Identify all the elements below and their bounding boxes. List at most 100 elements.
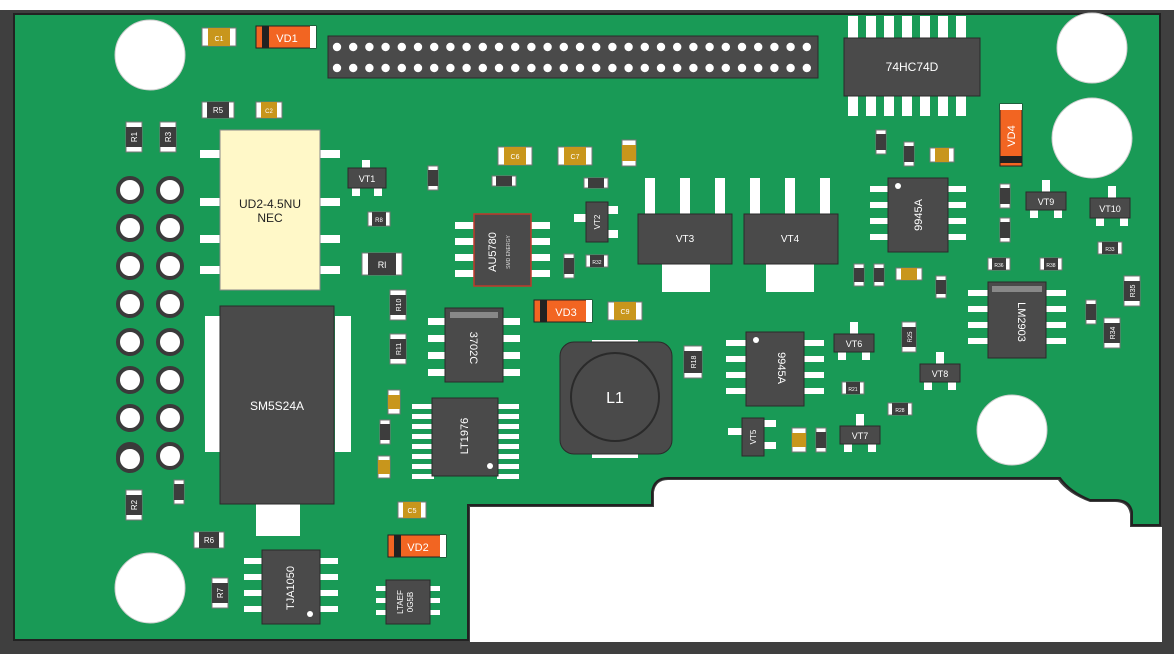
resistor-r18: R18 — [683, 345, 703, 379]
resistors: R1 R3 R5 R2 R6 R7 R8 Rl R10 R11 R18 R21 … — [125, 101, 1141, 609]
header-pin — [543, 63, 552, 73]
transistor-vt7: VT7 — [839, 414, 881, 452]
connector-pin — [156, 404, 184, 432]
header-pin — [754, 63, 763, 73]
header-pin — [705, 42, 714, 52]
ic-label: LTAEF — [396, 590, 405, 614]
header-pin — [656, 63, 666, 73]
resistor-label: R38 — [1046, 263, 1055, 269]
diode-label: VD3 — [555, 307, 576, 319]
resistor-r33: R33 — [1097, 241, 1123, 255]
header-pin — [721, 63, 730, 73]
transistor-label: VT4 — [781, 234, 800, 245]
resistor-label: Rl — [378, 260, 387, 270]
transistor-vt10: VT10 — [1089, 186, 1131, 226]
ic-label: 74HC74D — [886, 60, 939, 74]
resistor-rl: Rl — [361, 252, 403, 276]
header-pin — [413, 42, 423, 52]
header-pin — [705, 63, 714, 73]
header-pin — [575, 63, 585, 73]
resistor-label: R35 — [1130, 284, 1137, 297]
header-pin — [689, 63, 698, 73]
header-pin — [494, 63, 504, 73]
header-pin — [543, 42, 552, 52]
header-pin — [349, 42, 358, 52]
resistor-label: R25 — [908, 331, 914, 343]
transistor-vt6: VT6 — [833, 322, 875, 360]
header-pin — [770, 42, 779, 52]
transistor-label: VT7 — [852, 431, 869, 441]
resistor-r32: R32 — [585, 254, 609, 268]
ic-au5780: AU5780 SMD ENERGY — [455, 213, 550, 287]
capacitor-label: C6 — [511, 154, 520, 161]
capacitor-c5: C5 — [397, 501, 427, 519]
mounting-hole — [114, 19, 186, 91]
small-resistors — [173, 129, 1097, 505]
header-pin — [721, 42, 730, 52]
ic-label: 3702C — [467, 332, 479, 364]
resistor-r36: R36 — [987, 257, 1011, 271]
transistor-label: VT9 — [1038, 197, 1055, 207]
resistor-r5: R5 — [201, 101, 235, 119]
resistor-label: R33 — [1105, 247, 1114, 253]
transistor-label: VT8 — [932, 369, 949, 379]
header-pin — [770, 63, 779, 73]
capacitor-label: C2 — [265, 109, 273, 115]
transistor-label: VT2 — [593, 214, 602, 229]
connector-pin — [116, 404, 144, 432]
ic-label: TJA1050 — [285, 566, 297, 610]
resistor-r28: R28 — [887, 402, 913, 416]
diode-vd1: VD1 — [255, 25, 317, 49]
transformer: UD2-4.5NU NEC — [200, 129, 340, 291]
pin-header-pins — [332, 42, 811, 73]
header-pin — [786, 42, 795, 52]
diode-label: VD2 — [407, 542, 428, 554]
resistor-label: R1 — [130, 131, 139, 142]
resistor-label: R34 — [1110, 326, 1117, 339]
header-pin — [430, 42, 439, 52]
resistor-label: R3 — [164, 131, 173, 142]
transistor-label: VT3 — [676, 234, 695, 245]
diode-label: VD4 — [1006, 125, 1018, 146]
header-pin — [332, 42, 342, 52]
edge-connector-pins — [116, 176, 184, 473]
capacitor-c2: C2 — [255, 101, 283, 119]
mounting-hole — [114, 552, 186, 624]
header-pin — [478, 42, 487, 52]
connector-pin — [116, 328, 144, 356]
resistor-label: R6 — [204, 536, 215, 545]
tvs-diode-sm5s24a: SM5S24A — [205, 305, 351, 536]
header-pin — [413, 63, 423, 73]
mounting-holes — [114, 12, 1133, 624]
resistor-label: R18 — [691, 355, 698, 368]
header-pin — [462, 63, 471, 73]
resistor-label: R5 — [213, 106, 224, 115]
mounting-hole — [976, 394, 1048, 466]
ic-9945a-top: 9945A — [870, 177, 966, 253]
header-pin — [786, 63, 795, 73]
capacitor-label: C5 — [408, 508, 417, 515]
diode-label: VD1 — [276, 33, 297, 45]
inductor-l1: L1 — [559, 340, 673, 458]
header-pin — [365, 63, 374, 73]
header-pin — [754, 42, 763, 52]
header-pin — [446, 63, 455, 73]
ic-label: AU5780 — [487, 232, 499, 272]
transformer-label: UD2-4.5NU — [239, 197, 301, 211]
resistor-r6: R6 — [193, 531, 225, 549]
resistor-r7: R7 — [211, 577, 229, 609]
ic-ltaef: LTAEF 0G5B — [376, 579, 440, 625]
tvs-label: SM5S24A — [250, 399, 304, 413]
connector-pin — [116, 290, 144, 318]
header-pin — [511, 42, 520, 52]
capacitor-label: C9 — [621, 309, 630, 316]
capacitor-c7: C7 — [557, 146, 593, 166]
capacitor-c1: C1 — [201, 27, 237, 47]
board-cutout — [470, 480, 1162, 642]
connector-pin — [156, 176, 184, 204]
transistor-label: VT5 — [749, 429, 758, 444]
header-pin — [624, 63, 633, 73]
header-pin — [624, 42, 633, 52]
connector-pin — [156, 328, 184, 356]
header-pin — [462, 42, 471, 52]
